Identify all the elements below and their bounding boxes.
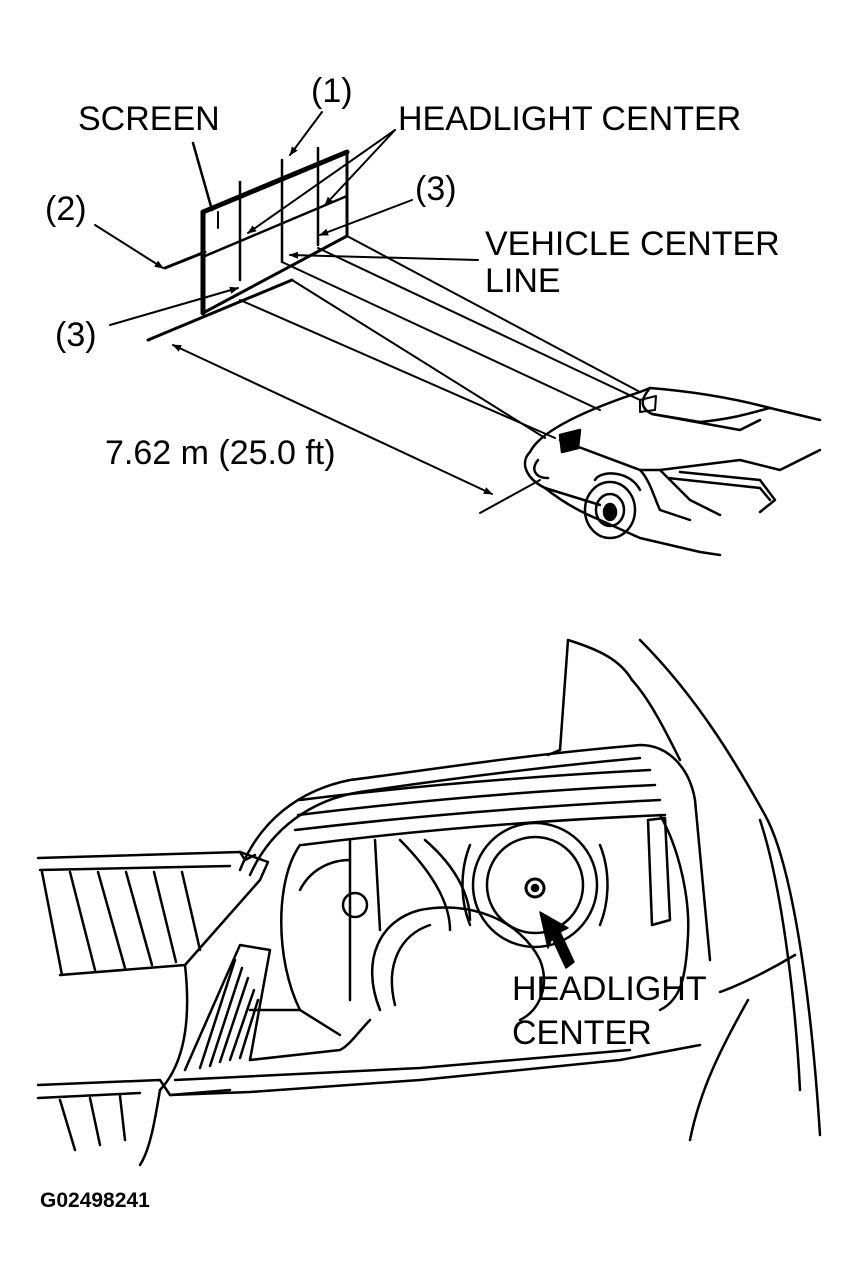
leader-3-left [110, 286, 238, 325]
grille [38, 852, 268, 1165]
headlight-reflector [473, 823, 597, 947]
vehicle-center-line-label-1: VEHICLE CENTER [485, 225, 780, 263]
adjuster-screw [343, 893, 367, 917]
callout-3-right-label: (3) [415, 170, 457, 208]
callout-3-left-label: (3) [55, 316, 97, 354]
ground-line-back [165, 252, 205, 268]
headlight-center-label: HEADLIGHT CENTER [398, 100, 742, 138]
leader-vehicle-center [290, 251, 478, 260]
callout-2-label: (2) [45, 190, 87, 228]
ground-line-left [148, 280, 292, 340]
headlight-closeup-diagram [38, 640, 820, 1165]
distance-label: 7.62 m (25.0 ft) [105, 434, 336, 472]
headlight-center-label-line-1: HEADLIGHT [512, 970, 707, 1008]
headlight-center-label-line-2: CENTER [512, 1014, 652, 1052]
headlight-center-point [526, 879, 544, 897]
leader-headlight-left [248, 130, 395, 233]
leader-1 [290, 112, 322, 155]
callout-1-label: (1) [311, 72, 353, 110]
screen-horizontal-line [205, 196, 347, 256]
vehicle-illustration [525, 388, 820, 555]
vehicle-center-line-label-2: LINE [485, 262, 561, 300]
leader-headlight-right [325, 130, 395, 205]
screen-setup-diagram [95, 112, 820, 555]
screen-label: SCREEN [78, 100, 220, 138]
figure-code: G02498241 [40, 1189, 150, 1212]
distance-arrow [173, 345, 492, 494]
leader-screen [193, 143, 212, 210]
headlight-center-arrow [540, 912, 574, 968]
leader-3-right [320, 200, 412, 235]
leader-2 [95, 225, 163, 268]
